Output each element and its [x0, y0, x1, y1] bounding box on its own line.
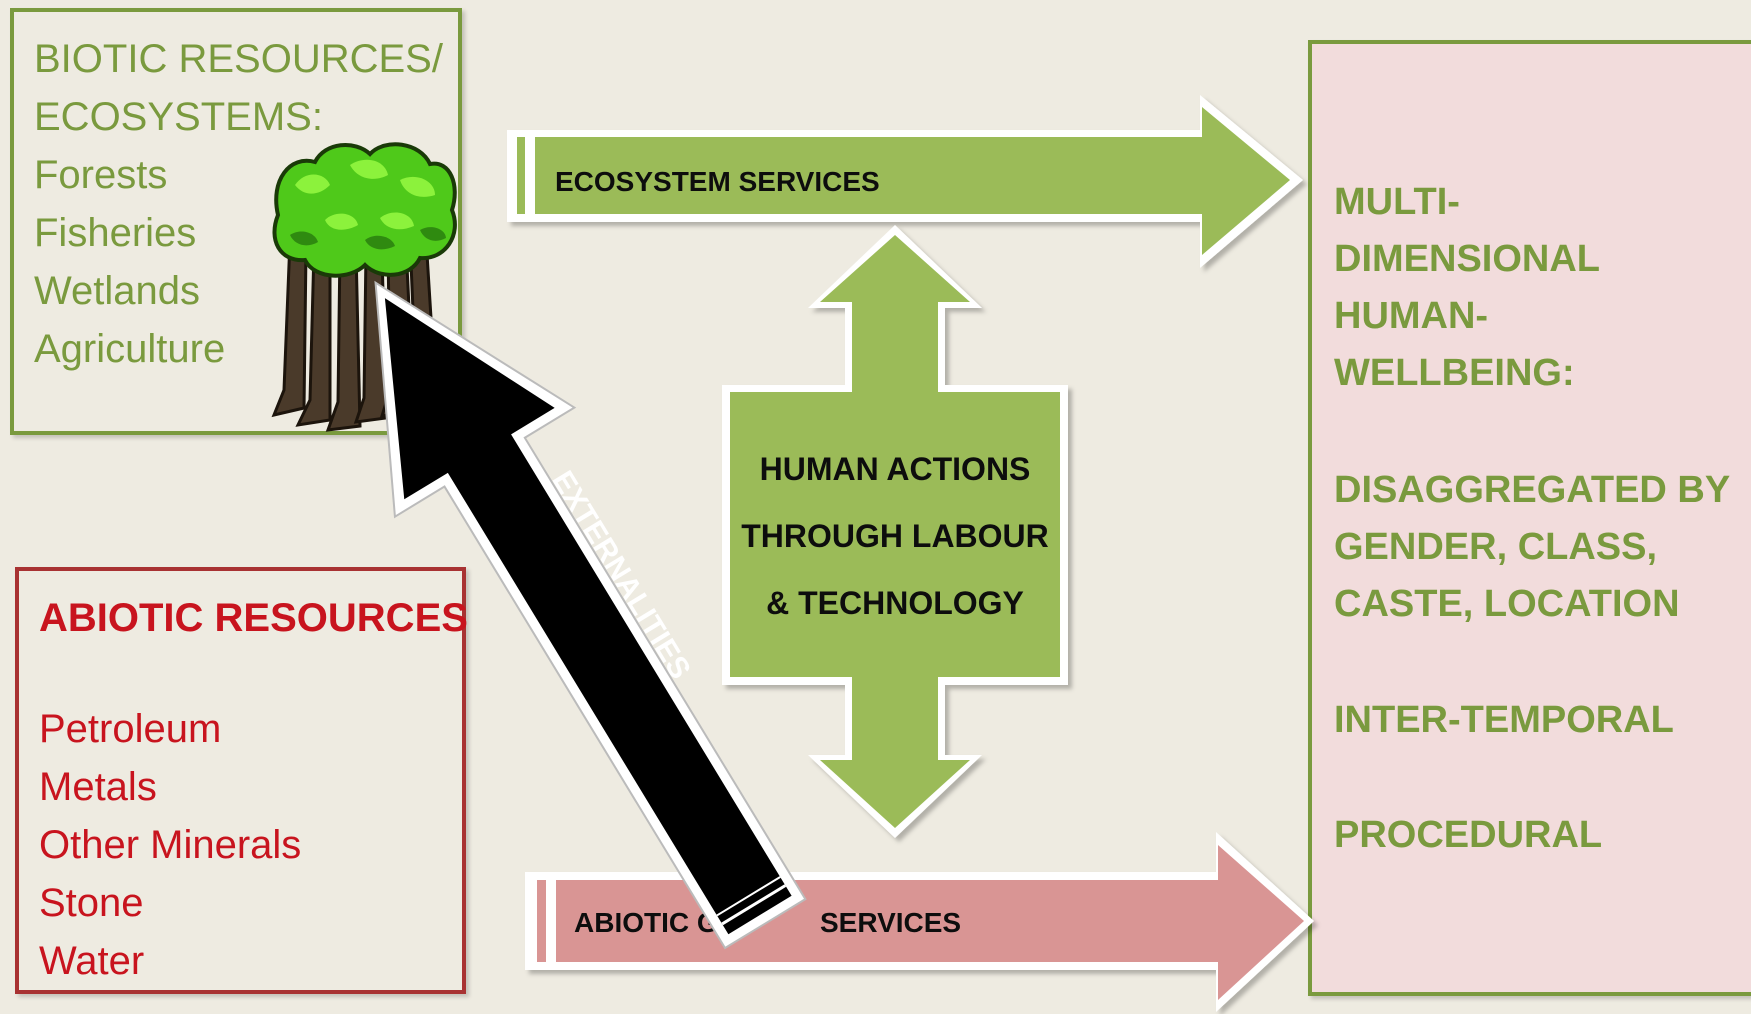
human-actions-line2: THROUGH LABOUR	[741, 518, 1049, 554]
abiotic-services-label-right: SERVICES	[820, 907, 961, 938]
wellbeing-heading-line1: MULTI-	[1334, 181, 1460, 223]
wellbeing-heading-line4: WELLBEING:	[1334, 352, 1575, 394]
biotic-title-line2: ECOSYSTEMS:	[34, 95, 323, 139]
wellbeing-intertemporal: INTER-TEMPORAL	[1334, 699, 1674, 741]
wellbeing-heading-line2: DIMENSIONAL	[1334, 238, 1600, 280]
human-actions-line3: & TECHNOLOGY	[766, 585, 1024, 621]
wellbeing-box: MULTI- DIMENSIONAL HUMAN- WELLBEING: DIS…	[1308, 40, 1751, 996]
wellbeing-disaggregated: DISAGGREGATED BY GENDER, CLASS, CASTE, L…	[1334, 462, 1730, 633]
biotic-item-wetlands: Wetlands	[34, 269, 201, 313]
biotic-item-fisheries: Fisheries	[34, 211, 197, 255]
biotic-resources-text: BIOTIC RESOURCES/ ECOSYSTEMS: Forests Fi…	[34, 30, 443, 378]
abiotic-item-water: Water	[39, 939, 145, 983]
ecosystem-services-label: ECOSYSTEM SERVICES	[555, 166, 880, 197]
abiotic-list: Petroleum Metals Other Minerals Stone Wa…	[39, 700, 301, 990]
human-actions-line1: HUMAN ACTIONS	[760, 451, 1031, 487]
biotic-item-forests: Forests	[34, 153, 168, 197]
disaggregated-line1: DISAGGREGATED BY	[1334, 469, 1731, 511]
abiotic-services-arrow: ABIOTIC G SERVICES	[525, 832, 1314, 1012]
disaggregated-line3: CASTE, LOCATION	[1334, 583, 1680, 625]
abiotic-services-label-left: ABIOTIC G	[574, 907, 719, 938]
abiotic-title: ABIOTIC RESOURCES	[39, 596, 468, 640]
disaggregated-line2: GENDER, CLASS,	[1334, 526, 1658, 568]
ecosystem-services-arrow: ECOSYSTEM SERVICES	[507, 95, 1303, 268]
biotic-title-line1: BIOTIC RESOURCES/	[34, 37, 443, 81]
abiotic-item-other-minerals: Other Minerals	[39, 823, 302, 867]
abiotic-item-metals: Metals	[39, 765, 157, 809]
wellbeing-procedural: PROCEDURAL	[1334, 814, 1603, 856]
externalities-arrow: EXTERNALITIES	[374, 280, 807, 950]
wellbeing-heading-line3: HUMAN-	[1334, 295, 1489, 337]
abiotic-item-petroleum: Petroleum	[39, 707, 222, 751]
human-actions-double-arrow: HUMAN ACTIONS THROUGH LABOUR & TECHNOLOG…	[722, 225, 1068, 838]
wellbeing-heading: MULTI- DIMENSIONAL HUMAN- WELLBEING:	[1334, 174, 1600, 402]
abiotic-resources-box: ABIOTIC RESOURCES Petroleum Metals Other…	[15, 567, 468, 994]
abiotic-item-stone: Stone	[39, 881, 144, 925]
biotic-item-agriculture: Agriculture	[34, 327, 226, 371]
